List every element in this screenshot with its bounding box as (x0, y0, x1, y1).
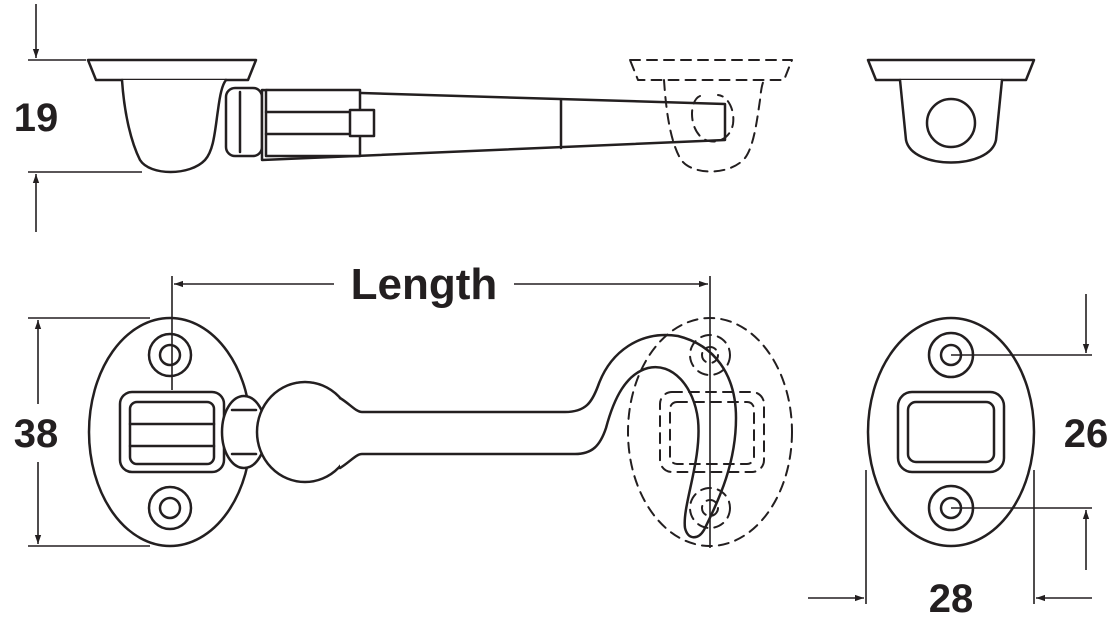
side-hinge-knuckle (224, 86, 264, 158)
dim-side-height-label: 19 (14, 96, 59, 140)
dim-length-label: Length (351, 260, 498, 309)
dim-plate-width-lines (808, 470, 1092, 604)
side-hook-arm (260, 88, 727, 162)
dim-hole-spacing-label: 26 (1064, 412, 1109, 456)
dim-length-lines (171, 276, 711, 548)
dim-hole-spacing-lines (951, 294, 1092, 570)
hook (220, 333, 738, 539)
side-view (86, 58, 793, 174)
plan-view (87, 316, 793, 548)
eye-plate-view (866, 316, 1036, 548)
dim-side-height-lines (28, 4, 142, 232)
side-base-plate (86, 58, 258, 174)
dim-plate-height-label: 38 (14, 412, 59, 456)
end-view (866, 58, 1036, 164)
base-plate (87, 316, 253, 548)
side-eye-plate-dashed (629, 59, 793, 173)
dim-plate-height-lines (28, 317, 150, 547)
dim-plate-width-label: 28 (929, 577, 974, 621)
